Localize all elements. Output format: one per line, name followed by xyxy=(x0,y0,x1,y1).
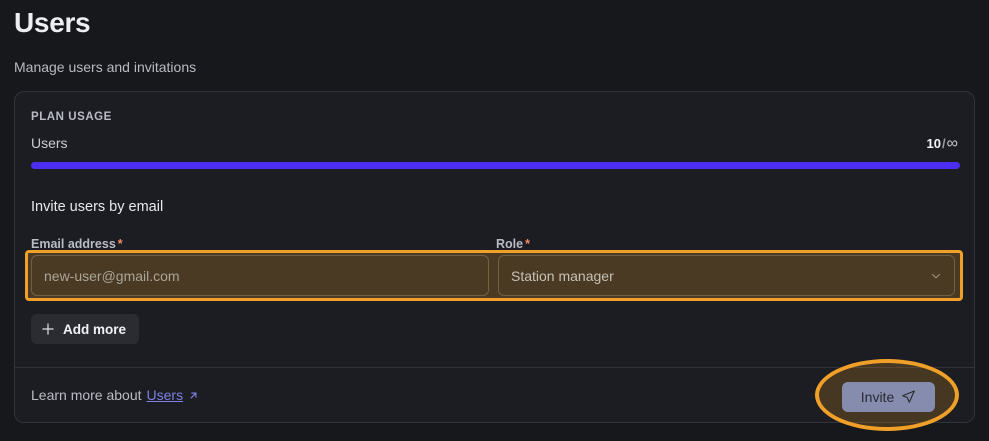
usage-count: 10/∞ xyxy=(927,135,959,153)
usage-progress-track xyxy=(31,162,960,169)
email-field-label: Email address* xyxy=(31,237,123,251)
page-subtitle: Manage users and invitations xyxy=(14,59,197,75)
role-label-text: Role xyxy=(496,237,524,251)
page-title: Users xyxy=(14,7,91,38)
invite-button-label: Invite xyxy=(860,388,895,405)
plan-usage-section-label: PLAN USAGE xyxy=(31,111,112,123)
usage-used-value: 10 xyxy=(926,136,941,151)
role-selected-value: Station manager xyxy=(511,267,614,284)
invite-section-heading: Invite users by email xyxy=(31,199,164,215)
role-required-marker: * xyxy=(525,237,530,251)
card-footer: Learn more about Users Invite xyxy=(15,358,974,431)
learn-more-link[interactable]: Users xyxy=(146,387,184,403)
email-input-wrapper xyxy=(31,255,489,296)
invite-button[interactable]: Invite xyxy=(842,381,935,412)
external-link-icon[interactable] xyxy=(188,390,199,401)
usage-resource-label: Users xyxy=(31,135,68,151)
chevron-down-icon xyxy=(932,273,940,278)
plan-usage-card: PLAN USAGE Users 10/∞ Invite users by em… xyxy=(14,91,975,431)
usage-progress-fill xyxy=(31,162,960,169)
role-select[interactable]: Station manager xyxy=(498,255,955,296)
invite-button-zone: Invite xyxy=(815,358,959,431)
email-input[interactable] xyxy=(31,255,489,296)
email-label-text: Email address xyxy=(31,237,116,251)
send-icon xyxy=(902,390,916,403)
add-more-label: Add more xyxy=(63,321,127,337)
card-body: PLAN USAGE Users 10/∞ Invite users by em… xyxy=(15,92,974,369)
role-field-label: Role* xyxy=(496,237,530,251)
add-more-button[interactable]: Add more xyxy=(31,314,140,344)
plus-icon xyxy=(42,323,54,335)
usage-separator: / xyxy=(941,136,946,151)
learn-more-prefix: Learn more about xyxy=(31,387,142,403)
learn-more-text: Learn more about Users xyxy=(31,387,199,403)
email-required-marker: * xyxy=(117,237,123,251)
usage-limit-value: ∞ xyxy=(946,135,958,152)
role-select-wrapper: Station manager xyxy=(498,255,955,296)
